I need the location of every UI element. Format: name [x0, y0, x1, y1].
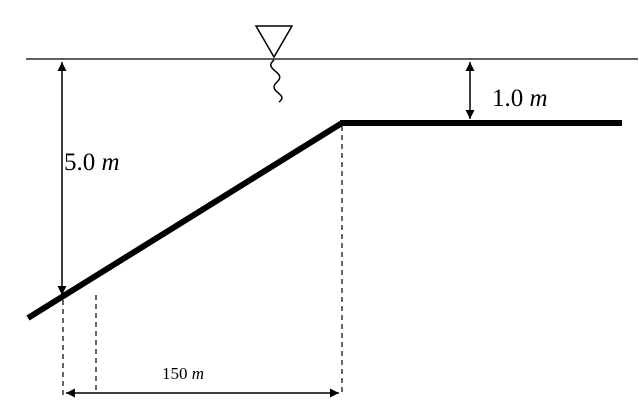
depth-left-label: 5.0 m [64, 150, 120, 175]
length-unit: m [191, 364, 205, 383]
depth-left-value: 5.0 [64, 149, 96, 176]
depth-right-unit: m [529, 85, 548, 112]
length-label: 150 m [162, 365, 204, 382]
inverted-triangle-icon [254, 25, 294, 59]
depth-right-value: 1.0 [492, 85, 524, 112]
length-value: 150 [162, 364, 188, 383]
depth-right-label: 1.0 m [492, 86, 548, 111]
sloped-bed-line [26, 120, 344, 321]
squiggle-icon [270, 59, 283, 103]
depth-left-unit: m [101, 149, 120, 176]
